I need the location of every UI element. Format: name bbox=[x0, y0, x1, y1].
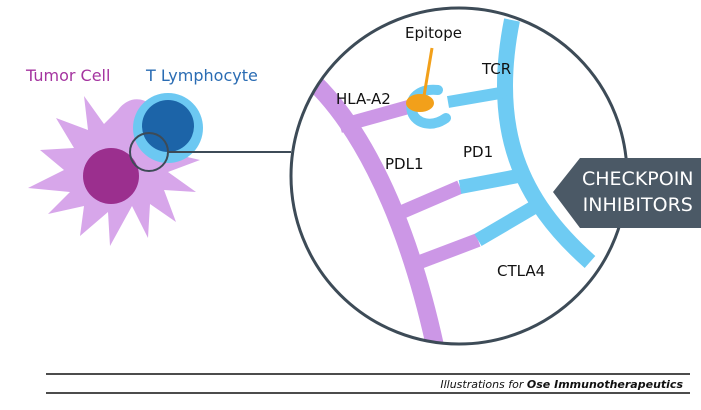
illustration-credit: Illustrations for Ose Immunotherapeutics bbox=[440, 378, 683, 391]
t-lymphocyte bbox=[133, 93, 203, 163]
tumor-cell-nucleus bbox=[83, 148, 139, 204]
pd1-label: PD1 bbox=[463, 143, 494, 161]
tcr-molecule bbox=[446, 86, 508, 108]
pdl1-molecule bbox=[399, 180, 463, 219]
checkpoint-label-line1: CHECKPOIN bbox=[582, 168, 694, 190]
epitope-pointer bbox=[422, 47, 434, 97]
t-cell-membrane bbox=[496, 18, 596, 268]
pdl1-label: PDL1 bbox=[385, 155, 424, 173]
credit-company: Ose Immunotherapeutics bbox=[526, 378, 683, 391]
checkpoint-inhibitors-label: CHECKPOIN INHIBITORS bbox=[582, 166, 694, 218]
epitope-label: Epitope bbox=[405, 24, 462, 42]
tumor-membrane bbox=[294, 62, 447, 344]
tcr-label: TCR bbox=[482, 60, 512, 78]
ctla4-label: CTLA4 bbox=[497, 262, 546, 280]
checkpoint-label-line2: INHIBITORS bbox=[582, 194, 693, 216]
epitope-peptide bbox=[406, 94, 434, 112]
checkpoint-inhibitors-arrow bbox=[553, 158, 701, 228]
hla-a2-label: HLA-A2 bbox=[336, 90, 391, 108]
tumor-cell-label: Tumor Cell bbox=[26, 66, 111, 85]
t-cell-inner bbox=[142, 100, 194, 152]
cd80-molecule bbox=[417, 233, 481, 269]
hla-a2-molecule bbox=[338, 99, 414, 133]
t-lymphocyte-label: T Lymphocyte bbox=[146, 66, 258, 85]
pd1-molecule bbox=[458, 169, 520, 194]
ctla4-molecule bbox=[474, 199, 540, 247]
magnified-synapse bbox=[291, 8, 627, 344]
credit-prefix: Illustrations for bbox=[440, 378, 527, 391]
